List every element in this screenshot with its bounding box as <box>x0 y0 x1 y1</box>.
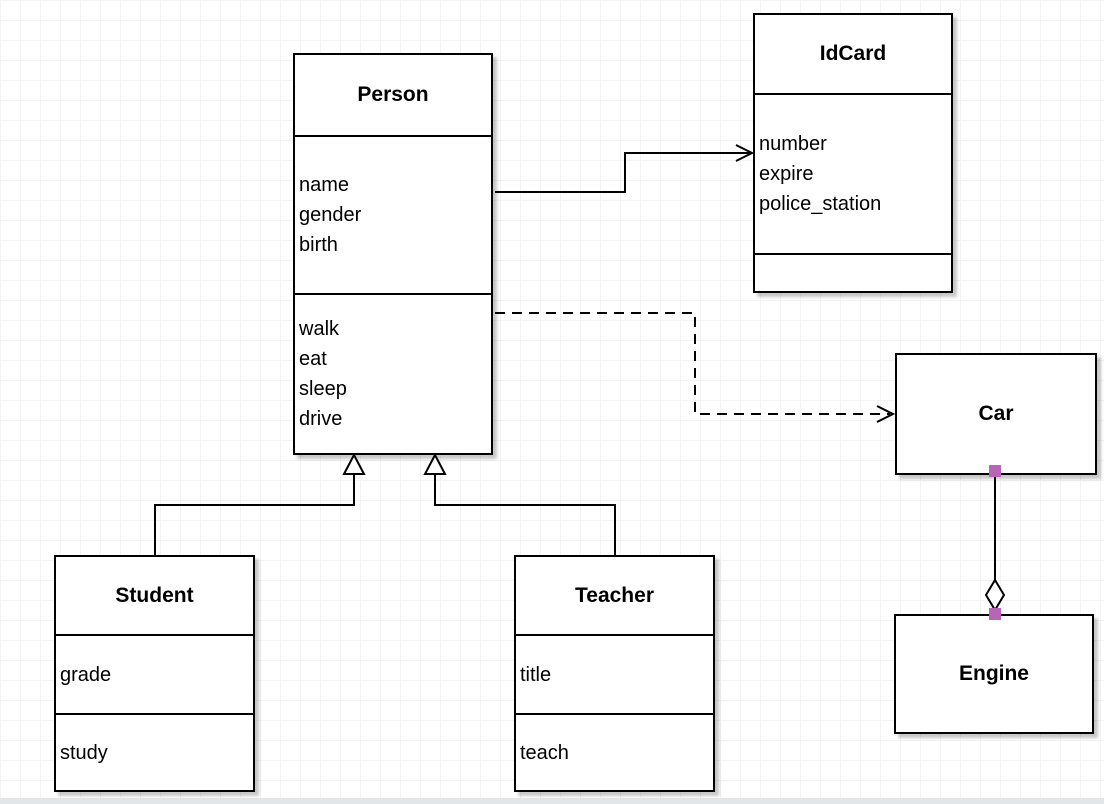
class-idcard[interactable]: IdCard number expire police_station <box>753 13 953 293</box>
hollow-diamond-icon <box>984 578 1006 612</box>
hollow-triangle-icon <box>342 452 366 475</box>
attribute: name <box>299 174 350 196</box>
class-person-title: Person <box>357 83 429 106</box>
class-person-methods: walk eat sleep drive <box>295 293 491 453</box>
attribute: police_station <box>759 193 882 215</box>
attribute: title <box>520 663 552 686</box>
method: sleep <box>299 378 347 400</box>
class-student[interactable]: Student grade study <box>54 555 255 792</box>
generalization-student-person[interactable] <box>154 452 366 555</box>
class-teacher-title: Teacher <box>575 583 654 607</box>
hollow-triangle-icon <box>423 452 447 475</box>
class-teacher-methods: teach <box>516 713 713 790</box>
class-teacher[interactable]: Teacher title teach <box>514 555 715 792</box>
association-person-idcard[interactable] <box>495 144 755 193</box>
generalization-line[interactable] <box>154 474 355 555</box>
class-teacher-attributes: title <box>516 634 713 713</box>
class-idcard-attributes: number expire police_station <box>755 93 951 253</box>
dependency-person-car[interactable] <box>495 312 896 423</box>
class-student-methods: study <box>56 713 253 790</box>
class-student-attributes: grade <box>56 634 253 713</box>
open-arrowhead-icon <box>735 144 755 162</box>
attribute: birth <box>299 234 338 256</box>
attribute: number <box>759 133 827 155</box>
class-idcard-title: IdCard <box>819 42 887 65</box>
generalization-line[interactable] <box>434 474 616 555</box>
class-car-title: Car <box>978 402 1014 425</box>
method: eat <box>299 348 327 370</box>
attribute: grade <box>60 663 112 686</box>
aggregation-car-engine[interactable] <box>984 465 1006 620</box>
method: walk <box>299 318 340 340</box>
class-engine-title: Engine <box>958 662 1029 685</box>
class-idcard-methods <box>755 253 951 291</box>
generalization-teacher-person[interactable] <box>423 452 616 555</box>
class-engine[interactable]: Engine <box>894 614 1094 734</box>
method: drive <box>299 408 343 430</box>
attribute: gender <box>299 204 362 226</box>
method: teach <box>520 741 569 764</box>
class-person-attributes: name gender birth <box>295 135 491 293</box>
class-student-title: Student <box>115 583 194 607</box>
open-arrowhead-icon <box>876 405 896 423</box>
dependency-line[interactable] <box>495 312 890 415</box>
page-edge <box>0 798 1104 804</box>
class-car[interactable]: Car <box>895 353 1097 475</box>
association-line[interactable] <box>495 152 750 193</box>
method: study <box>60 741 108 764</box>
class-person[interactable]: Person name gender birth walk eat sleep … <box>293 53 493 455</box>
attribute: expire <box>759 163 814 185</box>
